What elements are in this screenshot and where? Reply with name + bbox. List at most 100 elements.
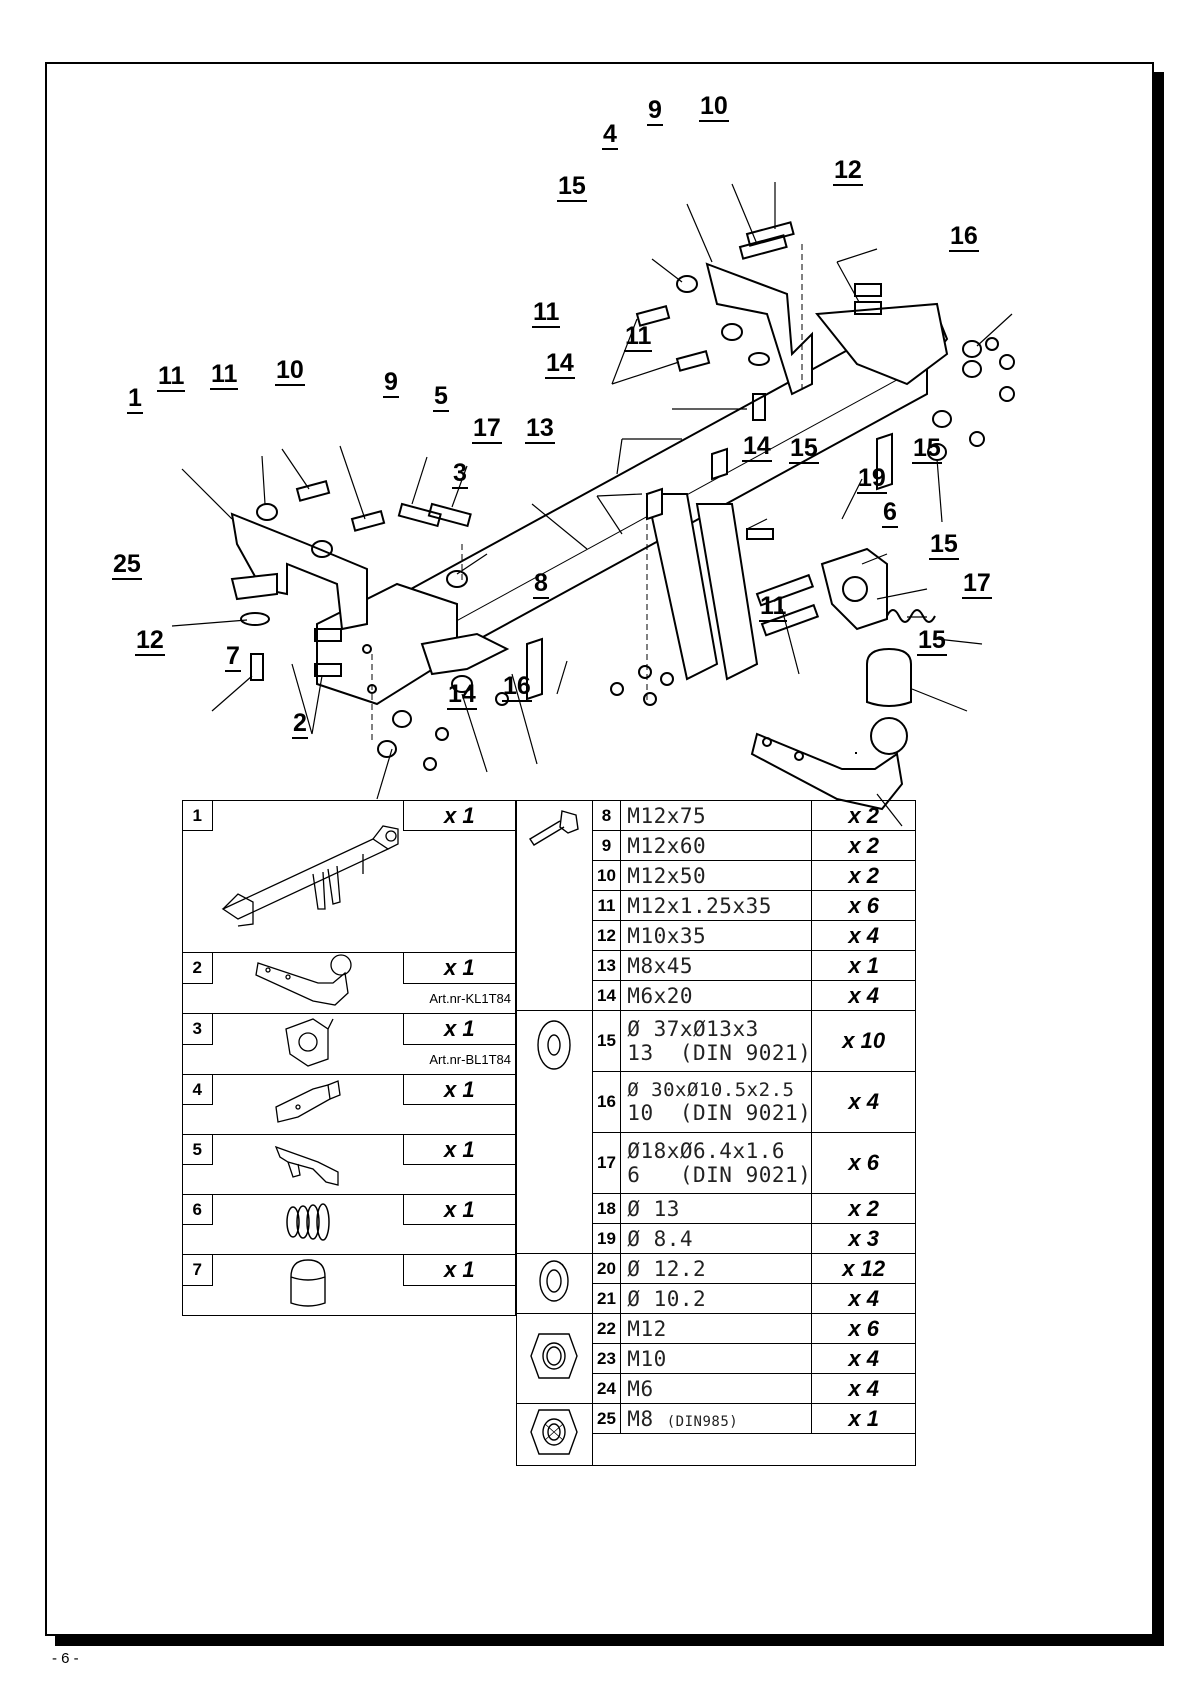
page-frame: 10 9 4 15 12 16 11 11 14 15 11 11 10 9 5… xyxy=(45,62,1154,1636)
part-number: 11 xyxy=(591,890,622,921)
part-spec: Ø 13 xyxy=(620,1193,813,1224)
callout-5: 1 xyxy=(127,384,143,414)
part-number: 17 xyxy=(591,1132,622,1194)
part-row-4: 4 x 1 xyxy=(182,1074,517,1135)
part-qty: x 1 xyxy=(402,1254,517,1286)
part-spec-line1: Ø 30xØ10.5x2.5 xyxy=(627,1079,795,1101)
callout-14: 15 xyxy=(789,434,819,464)
callout-1: 17 xyxy=(472,414,502,444)
flat-washer-icon xyxy=(537,1020,572,1070)
callout-15: 25 xyxy=(112,550,142,580)
part-qty: x 4 xyxy=(811,920,916,951)
callout-12: 7 xyxy=(225,642,241,672)
part-spec-line2: 6 (DIN 9021) xyxy=(627,1163,812,1187)
part-qty: x 6 xyxy=(811,890,916,921)
part-spec: M6 xyxy=(620,1373,813,1404)
bracket-left-icon xyxy=(274,1145,339,1186)
part-number: 21 xyxy=(591,1283,622,1314)
part-qty: x 6 xyxy=(811,1313,916,1344)
callout-15: 15 xyxy=(557,172,587,202)
part-qty: x 3 xyxy=(811,1223,916,1254)
callout-13: 14 xyxy=(742,432,772,462)
part-spec: M8 (DIN985) xyxy=(620,1403,813,1434)
part-number: 4 xyxy=(182,1074,213,1105)
callout-9: 5 xyxy=(433,382,449,412)
part-spec: M12x75 xyxy=(620,800,813,831)
callout-16: 2 xyxy=(292,709,308,739)
part-qty: x 1 xyxy=(402,1134,517,1165)
part-qty: x 10 xyxy=(811,1010,916,1072)
part-number: 14 xyxy=(591,980,622,1011)
part-number: 20 xyxy=(591,1253,622,1284)
part-row-25: 25 M8 (DIN985) x 1 xyxy=(516,1403,916,1466)
callout-14: 14 xyxy=(545,349,575,379)
part-row-1: 1 x 1 xyxy=(182,800,517,953)
part-number: 24 xyxy=(591,1373,622,1404)
part-qty: x 1 xyxy=(402,1013,517,1045)
callout-16: 16 xyxy=(949,222,979,252)
part-qty: x 1 xyxy=(402,1194,517,1225)
callout-9: 9 xyxy=(647,96,663,126)
part-qty: x 1 xyxy=(811,1403,916,1434)
part-number: 16 xyxy=(591,1071,622,1133)
part-qty: x 12 xyxy=(811,1253,916,1284)
part-spec-line1: Ø18xØ6.4x1.6 xyxy=(627,1139,786,1163)
callout-8: 11 xyxy=(759,592,788,622)
part-spec: M12x50 xyxy=(620,860,813,891)
callout-3: 19 xyxy=(857,464,887,494)
part-spec: M10x35 xyxy=(620,920,813,951)
callout-25: 17 xyxy=(962,569,992,599)
article-number: Art.nr-BL1T84 xyxy=(403,1044,517,1075)
part-row-2: 2 x 1 xyxy=(182,952,517,1014)
part-qty: x 4 xyxy=(811,1071,916,1133)
part-number: 6 xyxy=(182,1194,213,1225)
page-number: - 6 - xyxy=(52,1650,79,1667)
part-number: 22 xyxy=(591,1313,622,1344)
part-number: 8 xyxy=(591,800,622,831)
callout-10: 10 xyxy=(699,92,729,122)
callout-12: 12 xyxy=(833,156,863,186)
tow-ball-arm-icon xyxy=(254,954,352,1006)
callout-10: 9 xyxy=(383,368,399,398)
part-number: 12 xyxy=(591,920,622,951)
part-spec-main: M8 xyxy=(627,1406,654,1431)
part-row-20: 20 Ø 12.2 x 12 xyxy=(516,1253,916,1314)
hex-nut-icon xyxy=(530,1333,579,1379)
part-number: 23 xyxy=(591,1343,622,1374)
lock-nut-icon xyxy=(530,1409,579,1455)
bolt-icon xyxy=(529,810,580,846)
part-row-22: 22 M12 x 6 xyxy=(516,1313,916,1404)
part-number: 15 xyxy=(591,1010,622,1072)
part-number: 10 xyxy=(591,860,622,891)
part-number: 18 xyxy=(591,1193,622,1224)
callout-17: 8 xyxy=(533,569,549,599)
part-spec-line1: Ø 37xØ13x3 xyxy=(627,1017,759,1041)
part-qty: x 4 xyxy=(811,1283,916,1314)
socket-plate-icon xyxy=(284,1018,334,1067)
part-spec: M12x60 xyxy=(620,830,813,861)
part-number: 3 xyxy=(182,1013,213,1045)
callout-11: 12 xyxy=(135,626,165,656)
part-spec: Ø 10.2 xyxy=(620,1283,813,1314)
part-spec: Ø 12.2 xyxy=(620,1253,813,1284)
part-qty: x 1 xyxy=(402,952,517,984)
part-qty: x 4 xyxy=(811,980,916,1011)
callout-17: 13 xyxy=(525,414,555,444)
callout-14: 16 xyxy=(502,672,532,702)
part-qty: x 2 xyxy=(811,1193,916,1224)
towbar-frame-icon xyxy=(221,825,399,927)
callout-11: 11 xyxy=(532,298,561,328)
